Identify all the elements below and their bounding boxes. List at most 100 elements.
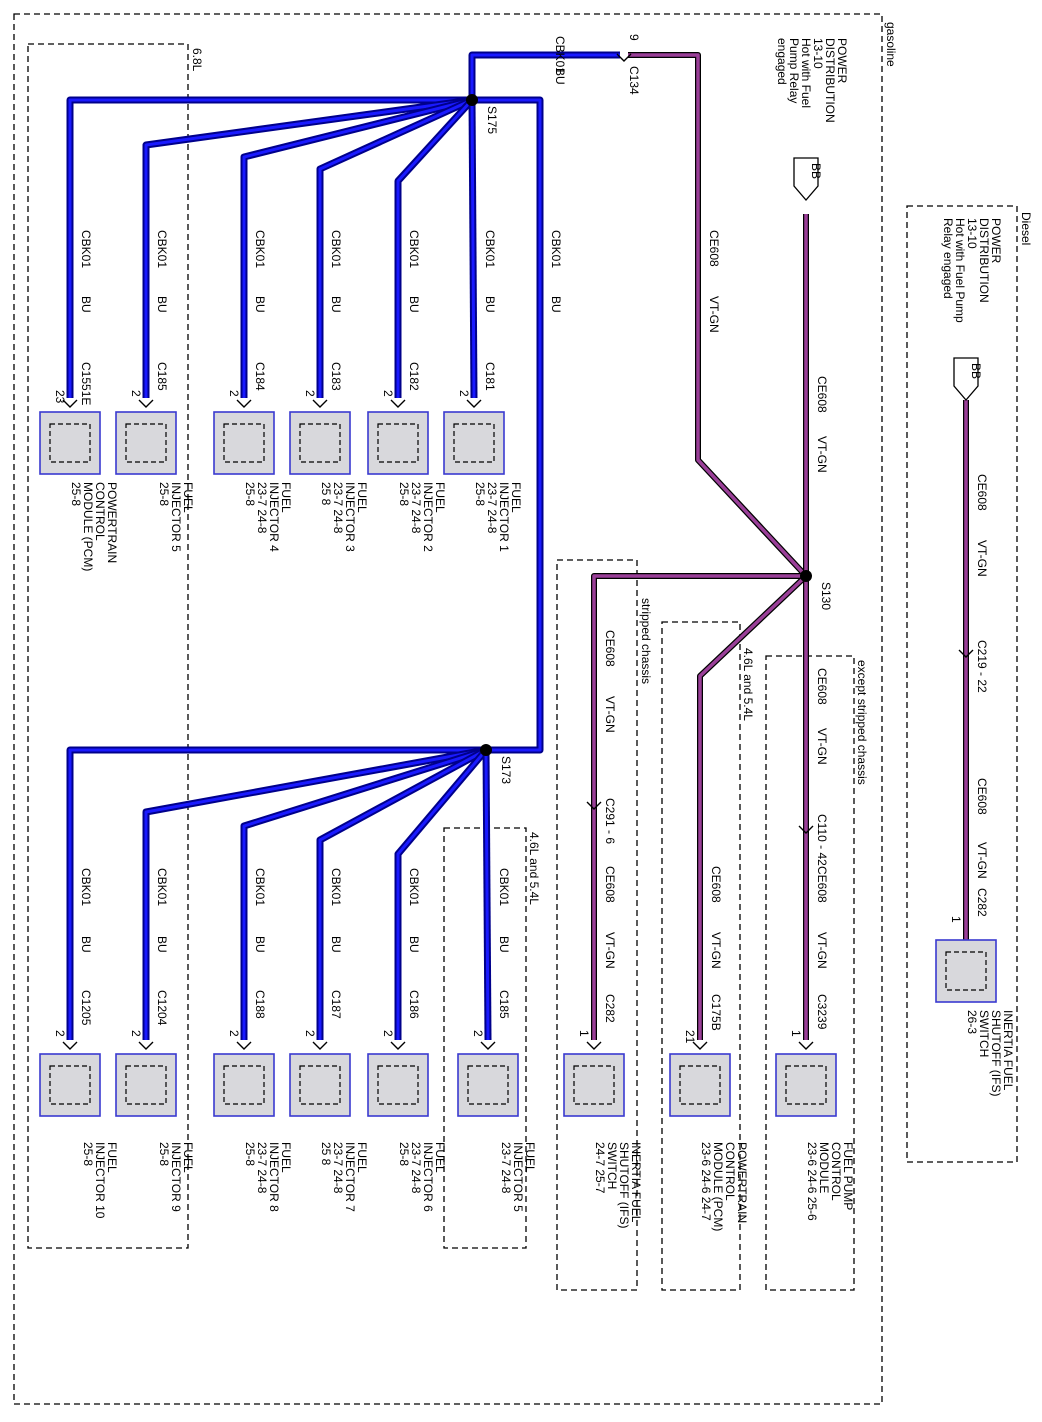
ce-1-pin-label: 21 [683, 1030, 697, 1044]
top-4-component-inner [377, 423, 419, 463]
top-3-component [289, 411, 351, 475]
bot-5-component-inner [467, 1065, 509, 1105]
top-1-circuit-label: CBK01 [155, 230, 169, 268]
power-dist-diesel-2: 13-10 [965, 218, 979, 249]
top-0-connector-mark [62, 399, 78, 408]
bot-0-component [39, 1053, 101, 1117]
diesel-desc-0: INERTIA FUEL [1001, 1010, 1015, 1091]
top-wire-circuit-label: CBK01 [553, 36, 567, 74]
wire-top-branch-3 [240, 96, 473, 398]
ce-2-color-label: VT-GN [815, 932, 829, 969]
diesel-ce-color-1: VT-GN [975, 540, 989, 577]
c110-label: C110 - 42 [815, 814, 829, 866]
top-5-connector-mark [466, 399, 482, 408]
top-3-color-label: BU [329, 296, 343, 313]
bot-4-desc-2: 23-7 24-8 [409, 1142, 423, 1194]
main-ce-circuit-1: CE608 [707, 230, 721, 267]
bot-0-desc-1: INJECTOR 10 [93, 1142, 107, 1219]
ce-0-connector-label: C282 [603, 994, 617, 1023]
bot-2-color-label: BU [253, 936, 267, 953]
top-0-color-label: BU [79, 296, 93, 313]
bot-5-desc-1: INJECTOR 5 [511, 1142, 525, 1212]
top-4-desc-0: FUEL [433, 482, 447, 513]
top-5-desc-1: INJECTOR 1 [497, 482, 511, 552]
bot-2-pin-label: 2 [227, 1030, 241, 1037]
bot-1-connector-label: C1204 [155, 990, 169, 1026]
ce-2-pin-label: 1 [789, 1030, 803, 1037]
bot-3-desc-2: 23-7 24-8 [331, 1142, 345, 1194]
bot-5-desc-0: FUEL [523, 1142, 537, 1173]
bot-0-connector-mark [62, 1041, 78, 1050]
splice-s173 [480, 744, 492, 756]
top-1-component [115, 411, 177, 475]
main-ce-color-1: VT-GN [707, 296, 721, 333]
wire-ce608-pcm-core [698, 574, 808, 1040]
top-0-connector-label: C1551E [79, 362, 93, 405]
stripped-frame [556, 559, 638, 1291]
top-4-connector-label: C182 [407, 362, 421, 391]
ce-1-connector-mark [692, 1041, 708, 1050]
top-4-component [367, 411, 429, 475]
bot-4-component-inner [377, 1065, 419, 1105]
bot-5-connector-label: C185 [497, 990, 511, 1019]
power-dist-diesel-0: POWER [989, 218, 1003, 264]
ce-2-desc-1: CONTROL [829, 1142, 843, 1201]
bb-tag-gas-text: BB [809, 163, 823, 179]
wire-cbk01-trunk [468, 51, 620, 100]
diesel-desc-2: SWITCH [977, 1010, 991, 1057]
ce-1-color-label: VT-GN [709, 932, 723, 969]
bot-2-desc-3: 25-8 [243, 1142, 257, 1166]
wire-bot-branch-3-core [242, 748, 487, 1040]
power-dist-diesel-1: DISTRIBUTION [977, 218, 991, 303]
bot-4-connector-label: C186 [407, 990, 421, 1019]
wire-ce608-main-core [628, 53, 808, 578]
main-ce-circuit-2: CE608 [815, 376, 829, 413]
bot-3-color-label: BU [329, 936, 343, 953]
gasoline-frame [13, 13, 883, 1405]
bot-0-desc-2: 25-8 [81, 1142, 95, 1166]
six-eight-label: 6.8L [190, 48, 204, 72]
splice-s175 [466, 94, 478, 106]
bot-5-circuit-label: CBK01 [497, 868, 511, 906]
diesel-frame [906, 205, 1018, 1163]
top-2-connector-mark [236, 399, 252, 408]
link-circuit-label: CBK01 [549, 230, 563, 268]
wire-top-branch-2-core [144, 98, 473, 398]
c134-mark [616, 53, 632, 62]
ce-2-desc-0: FUEL PUMP [841, 1142, 855, 1210]
wire-top-branch-5-core [396, 98, 474, 398]
top-0-pin-label: 23 [53, 390, 67, 404]
wire-bot-branch-1 [66, 746, 486, 1040]
wire-bot-branch-4-core [318, 748, 487, 1040]
ifs-ce-circuit-upper: CE608 [603, 630, 617, 667]
bot-1-component [115, 1053, 177, 1117]
diesel-component-inner [945, 951, 987, 991]
top-2-desc-3: 25-8 [243, 482, 257, 506]
bot-4-desc-3: 25-8 [397, 1142, 411, 1166]
bot-0-color-label: BU [79, 936, 93, 953]
bot-1-pin-label: 2 [129, 1030, 143, 1037]
diesel-label: Diesel [1019, 212, 1033, 245]
bot-2-circuit-label: CBK01 [253, 868, 267, 906]
bot-5-connector-mark [480, 1041, 496, 1050]
top-2-component-inner [223, 423, 265, 463]
ce-0-circuit-label: CE608 [603, 866, 617, 903]
ce-0-desc-2: SWITCH [605, 1142, 619, 1189]
top-1-pin-label: 2 [129, 390, 143, 397]
top-4-desc-2: 23-7 24-8 [409, 482, 423, 534]
bot-1-circuit-label: CBK01 [155, 868, 169, 906]
bot-4-color-label: BU [407, 936, 421, 953]
power-dist-diesel-3: Hot with Fuel Pump [953, 218, 967, 323]
ce-2-component [775, 1053, 837, 1117]
top-1-desc-2: 25-8 [157, 482, 171, 506]
c291-label: C291 - 6 [603, 798, 617, 844]
wire-bot-branch-2-core [144, 748, 487, 1040]
ce-0-desc-0: INERTIA FUEL [629, 1142, 643, 1223]
top-1-component-inner [125, 423, 167, 463]
bot-5-desc-2: 23-7 24-8 [499, 1142, 513, 1194]
ce-1-desc-2: MODULE (PCM) [711, 1142, 725, 1231]
bot-0-connector-label: C1205 [79, 990, 93, 1026]
ifs-ce-color-upper: VT-GN [603, 696, 617, 733]
wire-top-branch-2 [142, 96, 473, 398]
bot-3-component-inner [299, 1065, 341, 1105]
